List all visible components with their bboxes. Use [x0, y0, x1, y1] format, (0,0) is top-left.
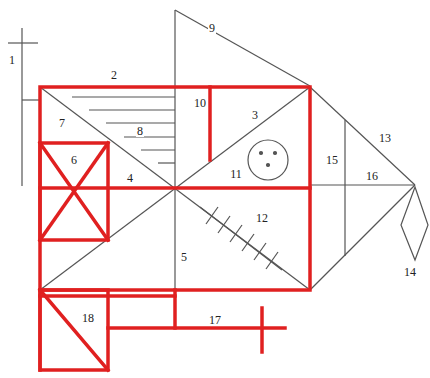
callout-number: 10 — [193, 97, 207, 109]
callout-number: 3 — [251, 109, 259, 121]
callout-number: 6 — [70, 154, 78, 166]
callout-number: 9 — [208, 22, 216, 34]
callout-number: 13 — [378, 132, 392, 144]
callout-number: 7 — [58, 117, 66, 129]
callout-number: 18 — [81, 312, 95, 324]
callout-number: 17 — [208, 314, 222, 326]
callout-number: 8 — [136, 125, 144, 137]
gray-lines — [8, 10, 428, 325]
callout-number: 4 — [126, 172, 134, 184]
red-lines — [40, 87, 310, 370]
callout-number: 2 — [110, 69, 118, 81]
callout-number: 5 — [180, 251, 188, 263]
callout-number: 14 — [403, 266, 417, 278]
callout-number: 12 — [255, 212, 269, 224]
callout-number: 11 — [229, 168, 243, 180]
callout-number: 15 — [325, 154, 339, 166]
callout-number: 1 — [8, 54, 16, 66]
callout-number: 16 — [365, 170, 379, 182]
